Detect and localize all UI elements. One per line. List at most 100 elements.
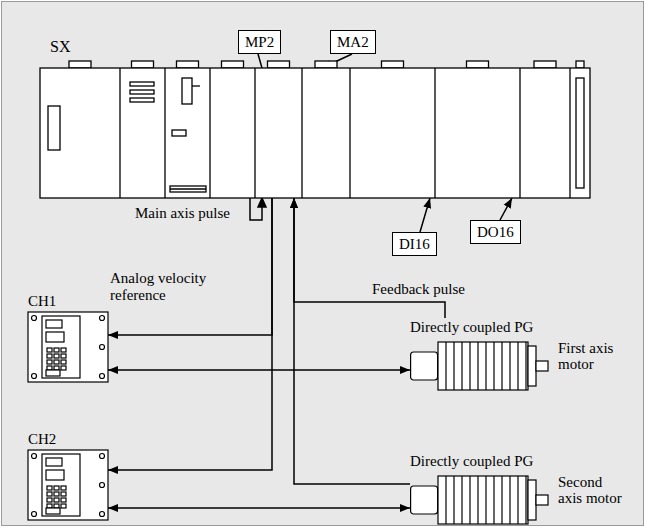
module-name: MA2 [337, 33, 369, 51]
signal-wire [420, 198, 430, 232]
cpu-base [170, 188, 206, 189]
motor-shaft [536, 361, 548, 371]
motor-fin [525, 342, 526, 390]
motor-flange [528, 346, 536, 386]
module-tab [382, 61, 404, 68]
module-divider [434, 68, 435, 198]
amplifier-drawing [28, 450, 108, 520]
module-divider [209, 68, 210, 198]
rack-body [40, 68, 590, 198]
device-heading: CH2 [28, 430, 56, 448]
motor-fin [509, 476, 510, 524]
signal-wire [108, 507, 410, 509]
motor-fin [525, 476, 526, 524]
motor-fin [469, 476, 470, 524]
motor-fin [445, 476, 446, 524]
amplifier-key [54, 360, 59, 364]
motor-fin [485, 342, 486, 390]
module-name: DO16 [477, 223, 514, 241]
amplifier-key [61, 498, 66, 502]
signal-label: Main axis pulse [135, 205, 230, 222]
motor-fin [461, 476, 462, 524]
mounting-hole [100, 374, 105, 379]
cpu-base [170, 186, 206, 192]
device-heading: SX [50, 38, 70, 56]
rack-drawing [40, 68, 590, 198]
motor-fin [477, 342, 478, 390]
module-tab [534, 61, 556, 68]
amplifier-key [61, 348, 66, 352]
motor-body [438, 342, 528, 390]
motor-drawing [410, 474, 550, 526]
amplifier-key [47, 498, 52, 502]
amplifier-key [54, 486, 59, 490]
module-tab [467, 61, 489, 68]
motor-flange [528, 480, 536, 520]
module-callout: MP2 [238, 30, 281, 54]
plc-rack: SX [40, 68, 590, 198]
motor-fin [485, 476, 486, 524]
module-tab [315, 61, 337, 68]
signal-wire [108, 198, 272, 470]
amplifier-key [47, 504, 52, 508]
amplifier-terminal [46, 370, 60, 376]
amplifier-case [28, 450, 108, 520]
amplifier-key [54, 354, 59, 358]
amplifier-key [54, 366, 59, 370]
signal-wire [500, 198, 512, 220]
module-tab [69, 61, 91, 68]
motor-fin [453, 342, 454, 390]
mounting-hole [100, 512, 105, 517]
amplifier-key [54, 498, 59, 502]
servo-motor: Directly coupled PGSecond axis motor [410, 452, 640, 524]
module-tab [576, 61, 584, 68]
motor-name: First axis motor [558, 340, 622, 372]
module-name: MP2 [245, 33, 274, 51]
amplifier-key [61, 354, 66, 358]
amplifier-drawing [28, 312, 108, 382]
motor-fin [445, 342, 446, 390]
module-callout: DI16 [392, 232, 437, 256]
amplifier-key [47, 492, 52, 496]
rack-drawing [40, 61, 590, 198]
module-callout: MA2 [330, 30, 376, 54]
module-name: DI16 [399, 235, 430, 253]
pulse-generator [411, 352, 438, 380]
module-window [48, 106, 60, 150]
motor-fin [477, 476, 478, 524]
cpu-switch [182, 78, 192, 104]
loop-arrowhead [258, 198, 266, 207]
motor-drawing [411, 342, 548, 390]
mounting-hole [32, 374, 37, 379]
end-cover [576, 78, 584, 188]
module-divider [119, 68, 120, 198]
amplifier-key [54, 492, 59, 496]
cpu-switch [192, 85, 200, 86]
signal-label: Analog velocity reference [110, 270, 245, 304]
module-divider [254, 68, 255, 198]
motor-fin [517, 476, 518, 524]
signal-label: Feedback pulse [372, 281, 465, 298]
device-heading: Directly coupled PG [410, 452, 533, 470]
motor-body [438, 476, 528, 524]
amplifier-key [54, 348, 59, 352]
amplifier-key [47, 360, 52, 364]
module-divider [301, 68, 302, 198]
amplifier-key [54, 504, 59, 508]
mounting-hole [100, 483, 105, 488]
amplifier-panel [42, 316, 80, 378]
signal-wire [108, 198, 272, 335]
amplifier-terminal [46, 508, 60, 514]
mounting-hole [32, 512, 37, 517]
amplifier-display [46, 470, 64, 480]
mounting-hole [100, 454, 105, 459]
servo-motor: Directly coupled PGFirst axis motor [410, 318, 640, 394]
motor-fin [453, 476, 454, 524]
motor-fin [501, 342, 502, 390]
amplifier-key [61, 360, 66, 364]
servo-amplifier: CH2 [28, 430, 108, 520]
module-tab [222, 61, 244, 68]
signal-wire [108, 369, 410, 371]
